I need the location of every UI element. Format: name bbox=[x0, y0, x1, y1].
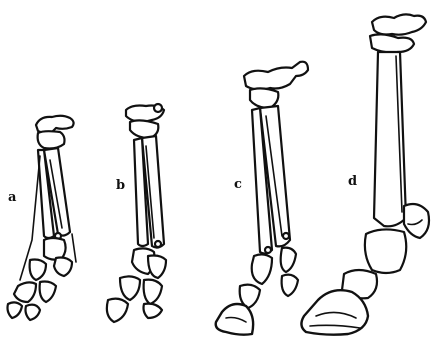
limb-c-carpal-lower bbox=[250, 88, 278, 108]
label-a: a bbox=[8, 191, 16, 204]
limb-d-sesamoid bbox=[404, 204, 429, 238]
limb-a-carpal-lower bbox=[38, 131, 65, 148]
limb-a-toe-tip-1 bbox=[8, 302, 23, 318]
limb-a bbox=[8, 116, 77, 320]
limb-c-side-toe bbox=[282, 275, 298, 296]
limb-c-pastern-2 bbox=[281, 248, 296, 272]
limb-b-joint-dot bbox=[155, 241, 161, 247]
limb-c-joint-dot-1 bbox=[283, 233, 289, 239]
limb-a-toe-tip-2 bbox=[26, 305, 41, 320]
limb-a-phalanx-1 bbox=[44, 238, 66, 260]
limb-c-carpal-top bbox=[244, 62, 308, 90]
label-b: b bbox=[116, 179, 125, 192]
label-c: c bbox=[234, 178, 242, 191]
limb-d-pastern-long bbox=[365, 229, 406, 273]
limb-c-hoof bbox=[216, 304, 253, 335]
limb-b-carpal-knob bbox=[154, 104, 162, 112]
limb-c-joint-dot-2 bbox=[265, 247, 271, 253]
limb-d-carpal-lower bbox=[370, 34, 414, 52]
limb-b-phalanx-2 bbox=[148, 256, 166, 279]
limb-d-carpal-top bbox=[372, 14, 426, 34]
limb-c bbox=[216, 62, 308, 335]
limb-a-phalanx-2 bbox=[54, 258, 72, 277]
limb-b bbox=[107, 104, 166, 322]
limb-b-hoof-1 bbox=[107, 299, 128, 322]
label-d: d bbox=[348, 175, 357, 188]
limb-a-toe-1 bbox=[14, 282, 36, 302]
limb-b-toe-2 bbox=[144, 280, 162, 304]
limb-a-toe-2 bbox=[40, 282, 56, 303]
limb-b-toe-1 bbox=[120, 276, 140, 300]
limb-b-hoof-2 bbox=[144, 304, 163, 318]
limb-a-phalanx-3 bbox=[30, 260, 46, 281]
limb-a-carpal bbox=[36, 116, 74, 133]
limb-c-pastern-1 bbox=[252, 254, 272, 284]
limb-d bbox=[301, 14, 429, 334]
